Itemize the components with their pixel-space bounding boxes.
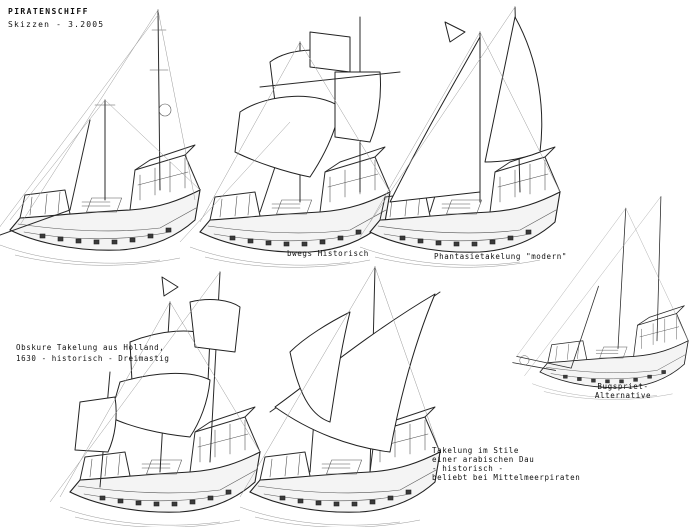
sheet-title: PIRATENSCHIFF bbox=[8, 7, 89, 16]
ship-sketch-5 bbox=[239, 266, 441, 527]
ship-sketch-1 bbox=[0, 9, 201, 266]
caption-sketch-4-line-2: 1630 - historisch - Dreimastig bbox=[16, 354, 170, 363]
caption-sketch-4-line-1: Obskure Takelung aus Holland, bbox=[16, 343, 165, 352]
caption-sketch-5-line-2: einer arabischen Dau bbox=[432, 455, 535, 464]
caption-sketch-5-line-4: beliebt bei Mittelmeerpiraten bbox=[432, 473, 581, 482]
caption-sketch-5-line-3: - historisch - bbox=[432, 464, 504, 473]
ship-sketch-4 bbox=[49, 271, 261, 527]
ship-sketch-3 bbox=[359, 6, 561, 268]
caption-sketch-6-line-1: Bugspriet- bbox=[597, 382, 649, 391]
ship-sketch-2 bbox=[179, 16, 401, 268]
caption-sketch-6-line-2: Alternative bbox=[594, 391, 652, 400]
ship-sketch-6 bbox=[512, 196, 689, 400]
caption-sketch-5-line-1: Takelung im Stile bbox=[432, 446, 519, 455]
caption-sketch-3: Phantasietakelung "modern" bbox=[434, 252, 567, 261]
sheet-subtitle: Skizzen - 3.2005 bbox=[8, 20, 105, 29]
caption-sketch-2: bwegs Historisch bbox=[287, 249, 369, 258]
